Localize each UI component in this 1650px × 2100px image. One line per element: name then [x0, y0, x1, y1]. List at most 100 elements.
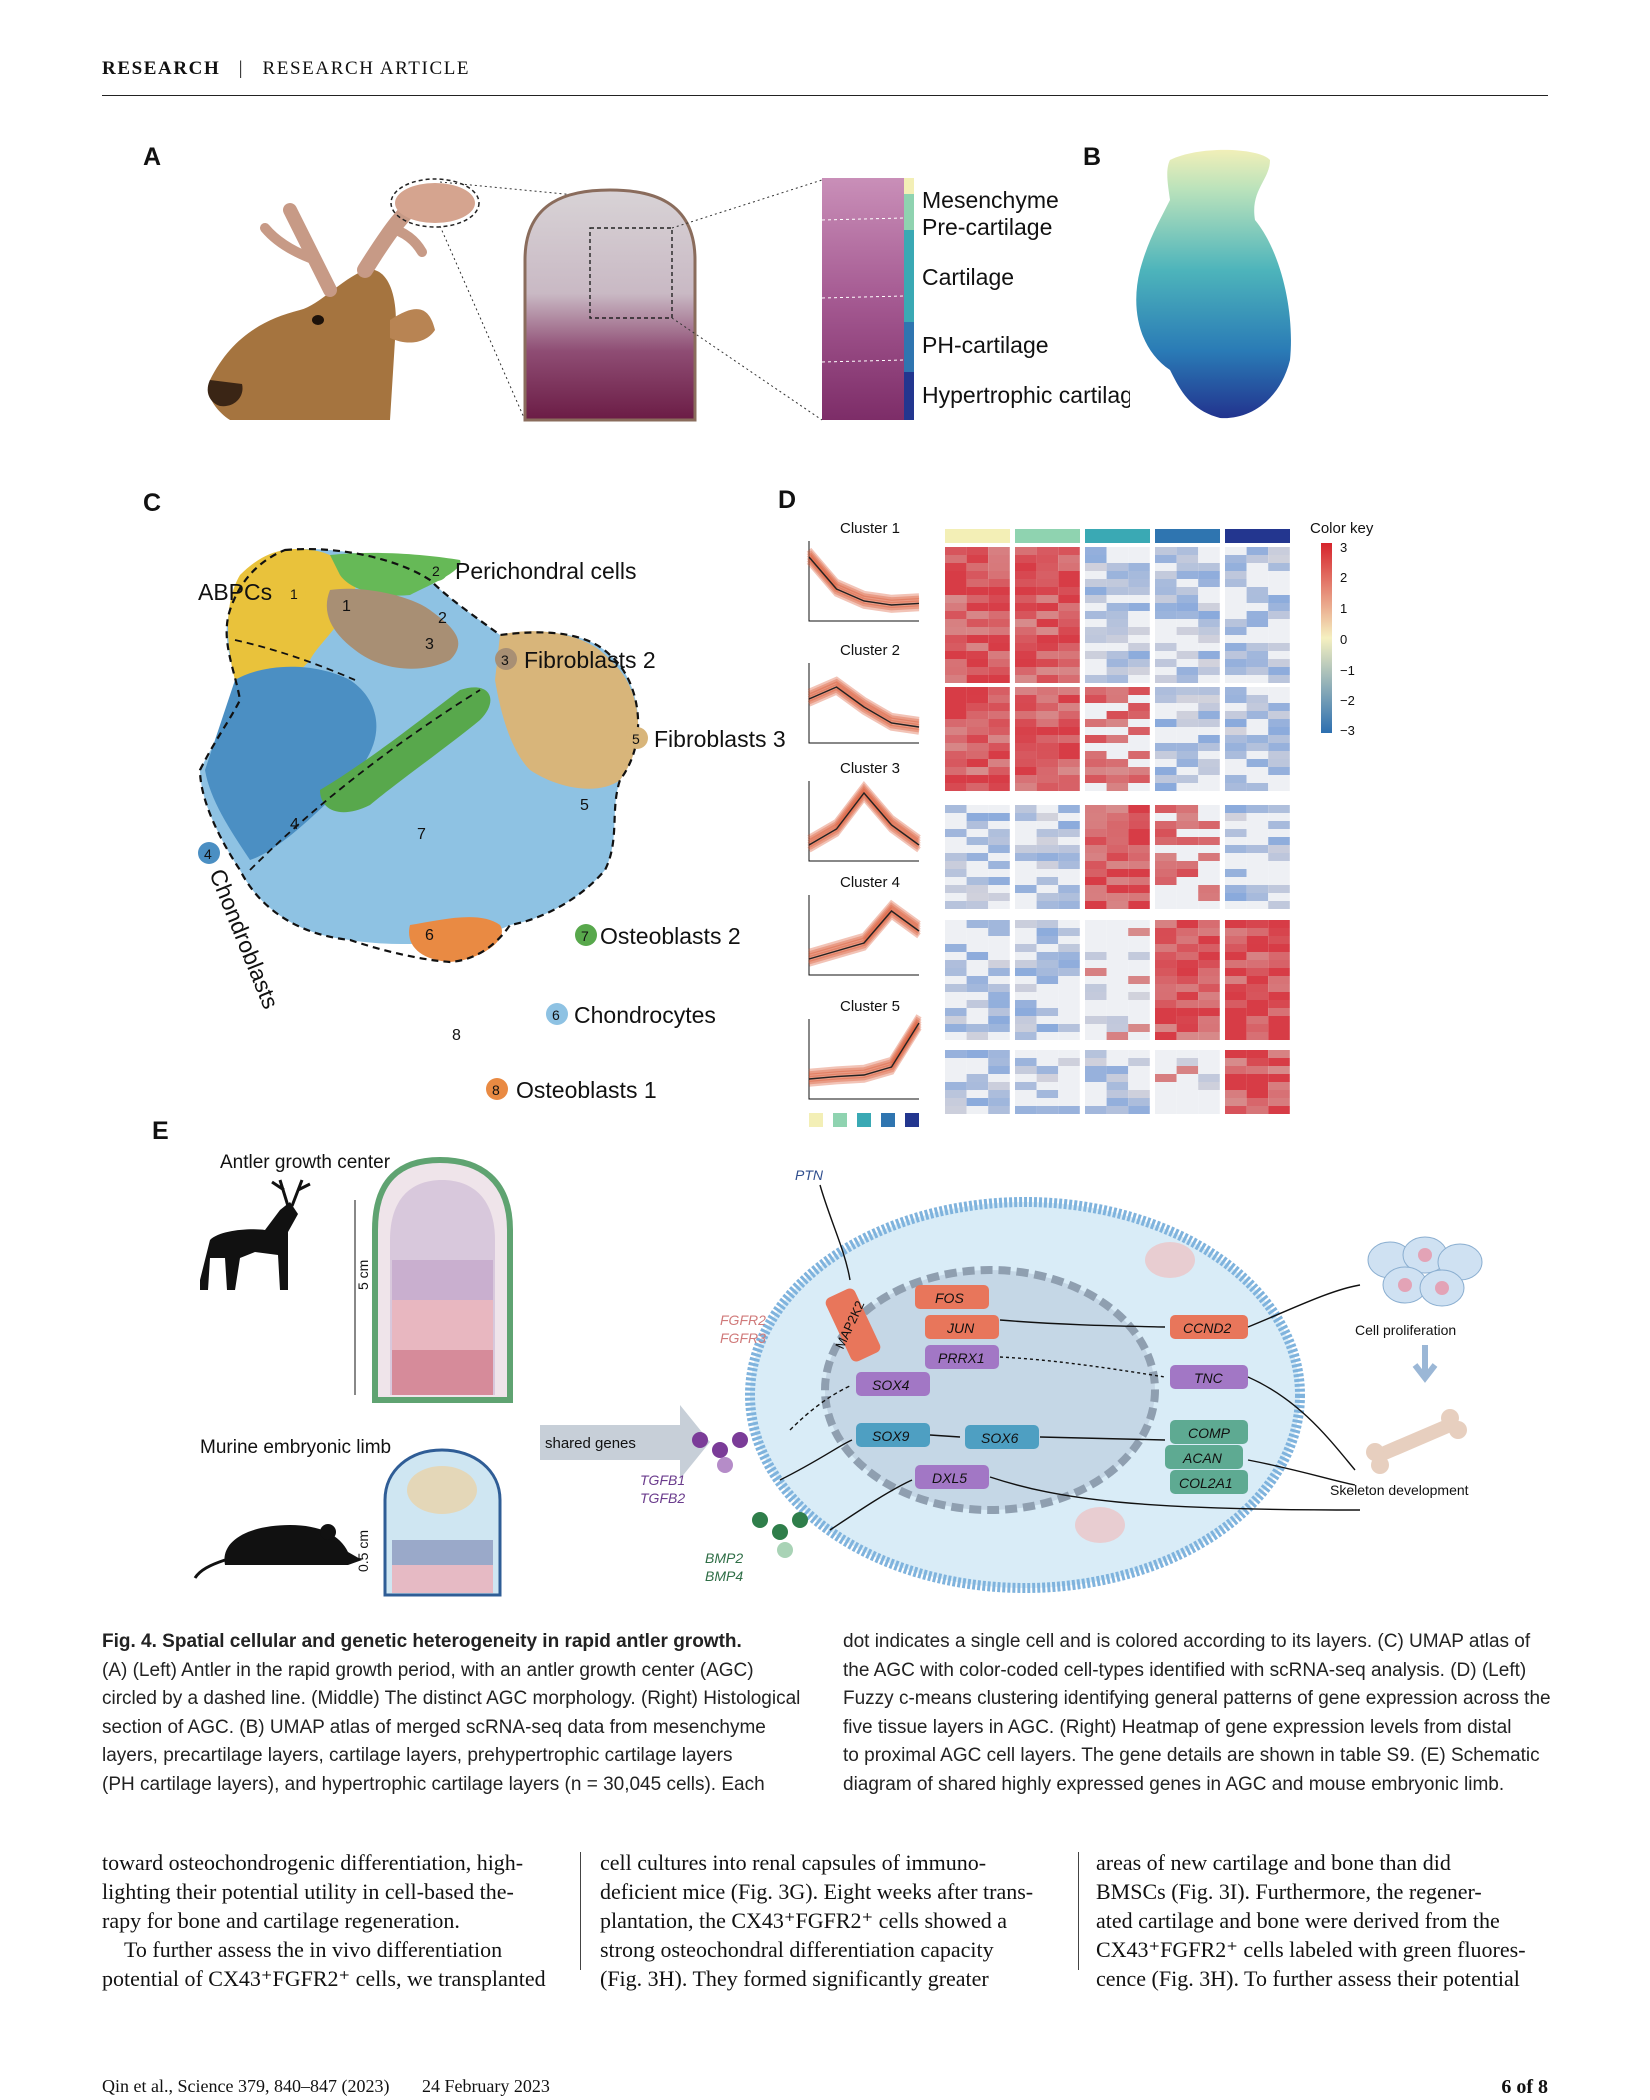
- gene-box-comp: [1170, 1420, 1248, 1444]
- header-type: RESEARCH ARTICLE: [262, 58, 471, 79]
- umap-c-num-5: 5: [580, 797, 589, 814]
- label-abpcs: ABPCs 1: [198, 579, 306, 605]
- layer-label-ph-cartilage: PH-cartilage: [922, 332, 1049, 358]
- layer-color-bar-bottom: [809, 1113, 919, 1127]
- header-rule: [102, 95, 1548, 96]
- gene-dxl5: DXL5: [932, 1470, 967, 1486]
- col2-line-2: deficient mice (Fig. 3G). Eight weeks af…: [600, 1879, 1034, 1904]
- body-column-3: areas of new cartilage and bone than did…: [1096, 1848, 1548, 1993]
- gene-box-fos: [915, 1285, 989, 1309]
- panel-label-a: A: [143, 143, 162, 171]
- panel-c-umap: 1 2 3 4 5 6 7 8 ABPCs 1 2 Perichondral c…: [198, 547, 786, 1103]
- gene-box-prrx1: [925, 1345, 999, 1369]
- panel-d-figure: Cluster 1 Cluster 2 Cluster 3 Cluster 4 …: [806, 520, 1374, 1127]
- layer-label-precartilage: Pre-cartilage: [922, 214, 1052, 240]
- antler-schematic: [372, 1156, 513, 1403]
- gene-ccnd2: CCND2: [1183, 1320, 1231, 1336]
- col1-line-4: To further assess the in vivo differenti…: [124, 1937, 503, 1962]
- ligand-bmp4: BMP4: [705, 1568, 743, 1584]
- page-number: 6 of 8: [1501, 2076, 1548, 2098]
- body-column-2: cell cultures into renal capsules of imm…: [600, 1848, 1058, 1993]
- panel-b-umap: [1136, 149, 1291, 419]
- header-section: RESEARCH: [102, 58, 221, 79]
- bmp-ligand-dots: [752, 1512, 808, 1558]
- shared-genes-arrow: shared genes: [540, 1405, 710, 1479]
- ligand-tgfb2: TGFB2: [640, 1490, 685, 1506]
- caption-left: Fig. 4. Spatial cellular and genetic het…: [102, 1628, 818, 1799]
- gene-box-acan: [1165, 1445, 1243, 1469]
- caption-right-line-6: diagram of shared highly expressed genes…: [843, 1773, 1505, 1795]
- caption-left-line-3: section of AGC. (B) UMAP atlas of merged…: [102, 1716, 766, 1738]
- gene-box-sox9: [856, 1423, 930, 1447]
- layer-label-hypertrophic: Hypertrophic cartilage: [922, 382, 1130, 408]
- label-osteoblasts-1: 8 Osteoblasts 1: [486, 1077, 657, 1103]
- ckey-tick-1: 2: [1340, 570, 1347, 585]
- umap-c-num-8: 8: [452, 1027, 461, 1044]
- label-chondrocytes: 6 Chondrocytes: [546, 1002, 716, 1028]
- panel-a-figure: Mesenchyme Pre-cartilage Cartilage PH-ca…: [207, 178, 1130, 422]
- gene-box-map2k2: [825, 1288, 881, 1362]
- antler-scale-label: 5 cm: [355, 1260, 371, 1290]
- gene-comp: COMP: [1188, 1425, 1231, 1441]
- caption-left-line-1: (A) (Left) Antler in the rapid growth pe…: [102, 1659, 754, 1681]
- col3-line-5: cence (Fig. 3H). To further assess their…: [1096, 1966, 1520, 1991]
- col2-line-1: cell cultures into renal capsules of imm…: [600, 1850, 987, 1875]
- antler-growth-center-title: Antler growth center: [220, 1152, 391, 1173]
- gene-tnc: TNC: [1194, 1370, 1224, 1386]
- label-fibroblasts-2-text: Fibroblasts 2: [524, 647, 656, 673]
- proliferating-cells-icon: [1367, 1236, 1483, 1307]
- gene-sox4: SOX4: [872, 1377, 910, 1393]
- badge-1: 1: [290, 586, 298, 602]
- ligand-ptn: PTN: [795, 1167, 824, 1183]
- col3-line-2: BMSCs (Fig. 3I). Furthermore, the regene…: [1096, 1879, 1482, 1904]
- ckey-tick-0: 3: [1340, 540, 1347, 555]
- ligand-bmp2: BMP2: [705, 1550, 743, 1566]
- ligand-fgfr3: FGFR3: [720, 1330, 766, 1346]
- badge-4: 4: [204, 846, 212, 862]
- ligand-tgfb1: TGFB1: [640, 1472, 685, 1488]
- label-osteoblasts-2: 7 Osteoblasts 2: [575, 923, 741, 949]
- ligand-fgfr2: FGFR2: [720, 1312, 766, 1328]
- gene-sox6: SOX6: [981, 1430, 1019, 1446]
- caption-title: Fig. 4. Spatial cellular and genetic het…: [102, 1631, 742, 1652]
- caption-right-line-2: the AGC with color-coded cell-types iden…: [843, 1659, 1527, 1681]
- agc-section: [523, 188, 697, 422]
- col1-line-2: lighting their potential utility in cell…: [102, 1879, 514, 1904]
- pathway-arrows: [779, 1184, 1361, 1531]
- nucleus: [821, 1266, 1159, 1514]
- umap-c-num-7: 7: [417, 826, 426, 843]
- cluster-title-1: Cluster 1: [840, 520, 900, 537]
- footer-date: 24 February 2023: [421, 2076, 550, 2096]
- deer-silhouette-icon: [200, 1179, 311, 1290]
- gene-box-ccnd2: [1170, 1315, 1248, 1339]
- panel-label-d: D: [778, 486, 797, 514]
- ckey-tick-6: −3: [1340, 723, 1355, 738]
- badge-5: 5: [632, 731, 640, 747]
- panel-label-c: C: [143, 489, 162, 517]
- col2-line-4: strong osteochondral differentiation cap…: [600, 1937, 994, 1962]
- umap-b-cloud: [1136, 149, 1291, 419]
- label-osteoblasts-1-text: Osteoblasts 1: [516, 1077, 657, 1103]
- gene-acan: ACAN: [1182, 1450, 1223, 1466]
- col3-line-4: CX43⁺FGFR2⁺ cells labeled with green flu…: [1096, 1937, 1526, 1962]
- umap-c-num-6: 6: [425, 927, 434, 944]
- gene-fos: FOS: [935, 1290, 964, 1306]
- ckey-tick-4: −1: [1340, 663, 1355, 678]
- layer-label-cartilage: Cartilage: [922, 264, 1014, 290]
- panel-label-e: E: [152, 1117, 169, 1145]
- badge-2: 2: [432, 563, 440, 579]
- caption-right-line-4: five tissue layers in AGC. (Right) Heatm…: [843, 1716, 1512, 1738]
- gene-prrx1: PRRX1: [938, 1350, 985, 1366]
- umap-c-num-1: 1: [342, 598, 351, 615]
- label-perichondral-text: Perichondral cells: [455, 558, 637, 584]
- caption-right-line-5: to proximal AGC cell layers. The gene de…: [843, 1745, 1540, 1766]
- panel-e-figure: Antler growth center 5 cm Murine embryon…: [193, 1152, 1483, 1597]
- column-rule-1: [580, 1852, 581, 1970]
- cluster-title-3: Cluster 3: [840, 760, 900, 777]
- label-abpcs-text: ABPCs: [198, 579, 272, 605]
- outcome-cell-proliferation: Cell proliferation: [1355, 1322, 1456, 1338]
- layer-label-mesenchyme: Mesenchyme: [922, 187, 1059, 213]
- ckey-tick-2: 1: [1340, 601, 1347, 616]
- caption-right: dot indicates a single cell and is color…: [843, 1628, 1559, 1799]
- murine-limb-title: Murine embryonic limb: [200, 1437, 391, 1458]
